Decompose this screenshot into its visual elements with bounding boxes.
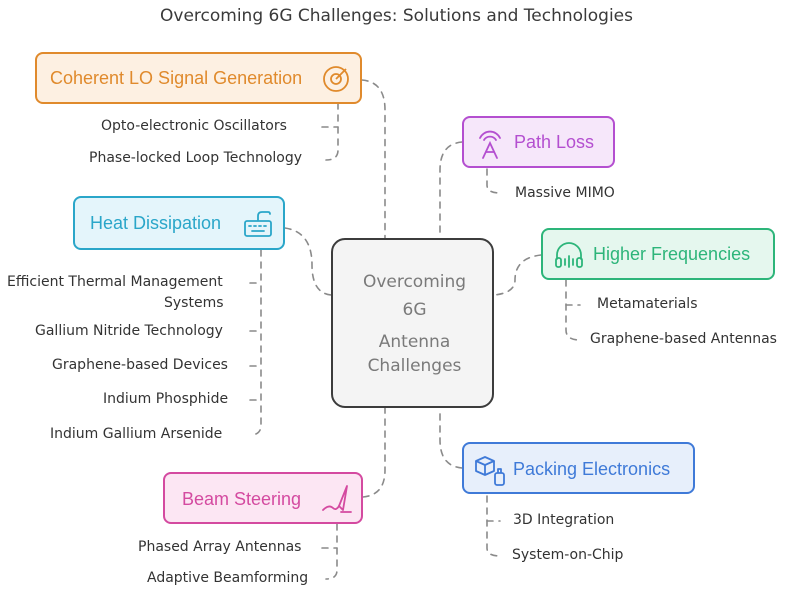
leaf-line-coherent: [325, 102, 339, 161]
leaf-line-heat: [249, 249, 262, 436]
leaf-system-on-chip: System-on-Chip: [512, 547, 624, 563]
center-line-2: 6G: [402, 300, 427, 320]
antenna-signal-icon: [479, 130, 501, 159]
page-title: Overcoming 6G Challenges: Solutions and …: [160, 6, 633, 26]
connector-path-loss: [439, 141, 463, 239]
leaf-opto-electronic-oscillators: Opto-electronic Oscillators: [101, 118, 287, 134]
connector-beam: [362, 407, 386, 498]
branch-path-loss: Path Loss: [462, 116, 615, 168]
center-line-1: Overcoming: [362, 272, 467, 292]
leaf-graphene-devices: Graphene-based Devices: [52, 357, 228, 373]
branch-beam-steering: Beam Steering: [163, 472, 363, 524]
branch-higher-frequencies: Higher Frequencies: [541, 228, 775, 280]
branch-path-loss-label: Path Loss: [514, 132, 595, 152]
leaf-phased-array-antennas: Phased Array Antennas: [138, 539, 302, 555]
leaf-line-beam: [325, 523, 338, 580]
branch-coherent-lo-label: Coherent LO Signal Generation: [50, 68, 303, 88]
branch-heat-label: Heat Dissipation: [90, 213, 222, 233]
keyboard-icon: [244, 211, 272, 237]
leaf-line-packing: [486, 495, 501, 557]
branch-packing-electronics: Packing Electronics: [462, 442, 695, 494]
leaf-efficient-thermal-management: Efficient Thermal Management: [7, 274, 223, 290]
connector-packing: [439, 407, 463, 469]
pen-icon: [322, 485, 352, 513]
leaf-graphene-antennas: Graphene-based Antennas: [590, 331, 777, 347]
branch-coherent-lo: Coherent LO Signal Generation: [35, 52, 362, 104]
center-line-4: Challenges: [367, 356, 462, 376]
leaf-indium-gallium-arsenide: Indium Gallium Arsenide: [50, 426, 223, 442]
branch-heat-dissipation: Heat Dissipation: [73, 196, 285, 250]
branch-beam-label: Beam Steering: [182, 489, 302, 509]
target-icon: [323, 66, 349, 92]
connector-higher-freq: [493, 254, 542, 296]
leaf-adaptive-beamforming: Adaptive Beamforming: [147, 570, 309, 586]
leaf-systems: Systems: [164, 295, 224, 311]
branch-packing-label: Packing Electronics: [513, 459, 671, 479]
headphones-icon: [555, 242, 583, 268]
leaf-3d-integration: 3D Integration: [513, 512, 615, 528]
connector-heat: [284, 227, 332, 296]
package-icon: [475, 456, 505, 486]
leaf-line-pathloss: [486, 168, 501, 194]
branch-higher-freq-label: Higher Frequencies: [593, 244, 751, 264]
leaf-metamaterials: Metamaterials: [597, 296, 698, 312]
leaf-line-higherfreq: [565, 279, 581, 341]
center-node: Overcoming 6G Antenna Challenges: [331, 238, 494, 408]
leaf-massive-mimo: Massive MIMO: [515, 185, 615, 201]
leaf-indium-phosphide: Indium Phosphide: [103, 391, 229, 407]
center-line-3: Antenna: [378, 332, 451, 352]
leaf-gallium-nitride: Gallium Nitride Technology: [35, 323, 223, 339]
leaf-phase-locked-loop: Phase-locked Loop Technology: [89, 150, 303, 166]
connector-coherent-lo: [361, 79, 386, 239]
